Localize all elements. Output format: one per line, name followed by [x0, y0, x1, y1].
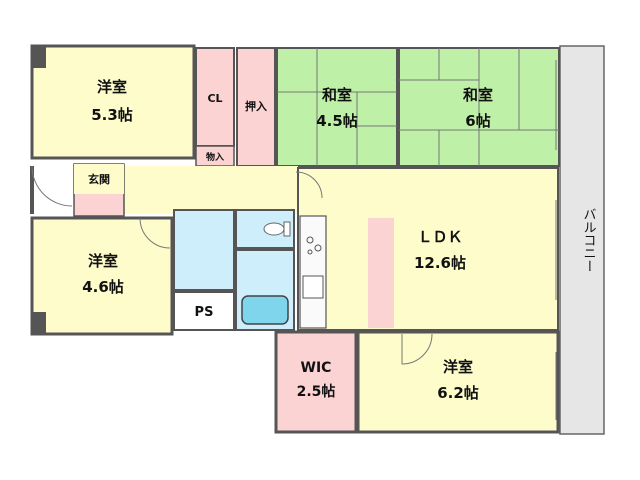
room-name-mono: 物入 [206, 151, 224, 163]
room-name-genkan: 玄関 [88, 172, 110, 186]
washroom [173, 209, 235, 291]
room-size-western-nw: 5.3帖 [91, 106, 133, 124]
tatami-room-a [276, 47, 398, 167]
room-name-tatami-a: 和室 [322, 86, 352, 104]
wall-pillar-nw [32, 46, 46, 68]
kitchen-counter [299, 215, 327, 329]
western-room-nw [30, 44, 196, 160]
room-size-tatami-a: 4.5帖 [316, 112, 358, 130]
sink-icon [302, 275, 324, 299]
room-size-tatami-b: 6帖 [465, 112, 490, 130]
western-room-s [356, 330, 560, 434]
walk-in-closet [274, 330, 358, 434]
room-name-western-s: 洋室 [443, 358, 473, 376]
balcony-label: バルコニー [581, 208, 597, 273]
room-name-western-w: 洋室 [88, 252, 118, 270]
tatami-lines-b [399, 48, 559, 166]
room-name-tatami-b: 和室 [463, 86, 493, 104]
stove-icon [306, 236, 314, 244]
room-name-ps: PS [195, 305, 214, 320]
room-size-western-w: 4.6帖 [82, 278, 124, 296]
western-room-w [30, 216, 174, 336]
ldk-room [297, 167, 559, 331]
room-name-wic: WIC [301, 360, 332, 376]
bathtub-icon [241, 295, 289, 325]
room-name-oshiire: 押入 [245, 99, 267, 113]
room-size-ldk: 12.6帖 [414, 254, 466, 272]
toilet-icon [263, 222, 285, 236]
closet-oshiire [236, 47, 276, 167]
ldk-pillar [368, 218, 394, 328]
room-name-cl: CL [207, 92, 222, 105]
tatami-lines-a [277, 48, 397, 166]
room-size-western-s: 6.2帖 [437, 384, 479, 402]
balcony [559, 45, 605, 435]
wall-pillar-w [32, 312, 46, 334]
room-name-ldk: ＬＤＫ [417, 228, 462, 246]
pipe-space [173, 291, 235, 331]
room-size-wic: 2.5帖 [297, 383, 336, 400]
room-name-western-nw: 洋室 [97, 78, 127, 96]
